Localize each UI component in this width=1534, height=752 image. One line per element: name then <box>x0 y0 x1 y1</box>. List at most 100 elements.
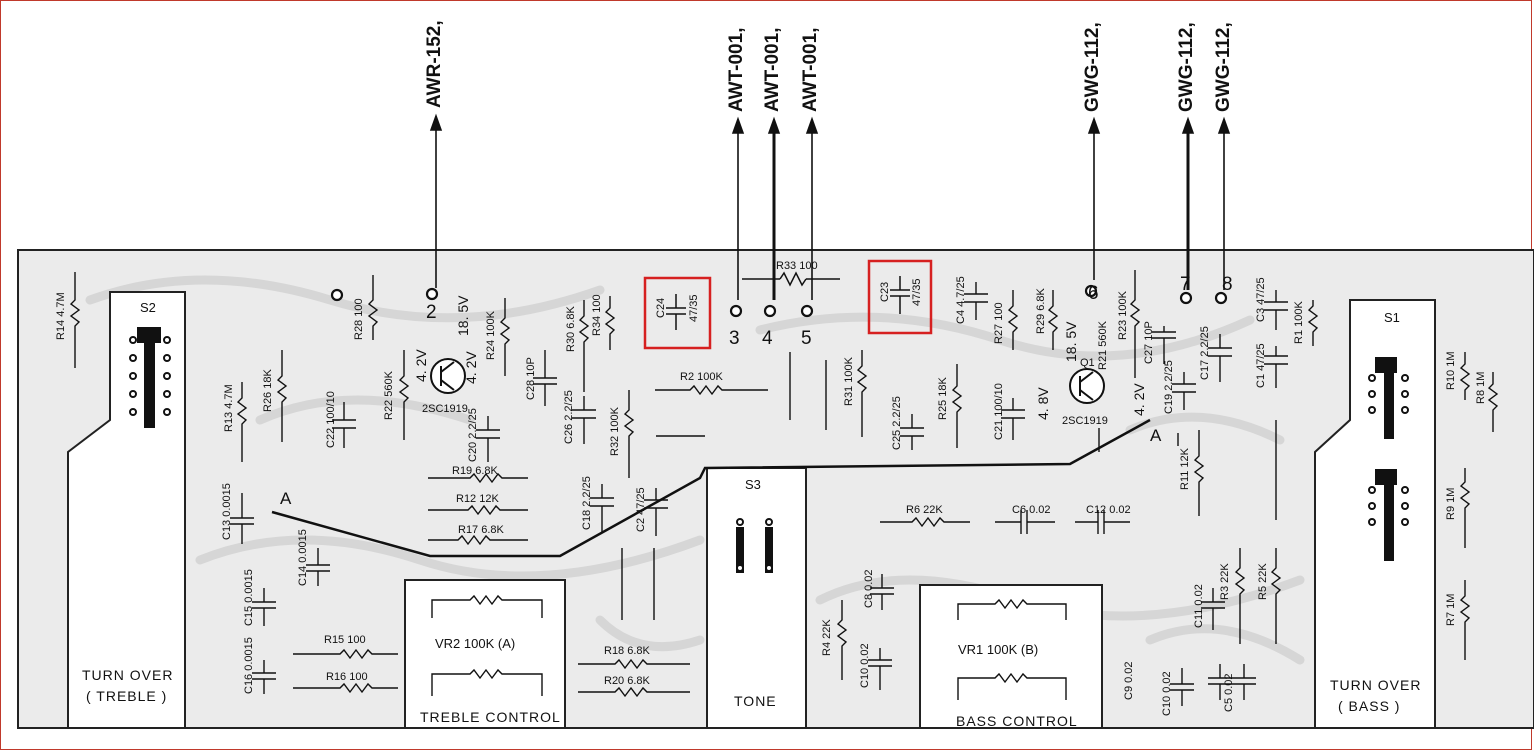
c24-label: C24 <box>655 298 667 318</box>
r10-label: R10 1M <box>1445 351 1457 390</box>
vr1-label: VR1 100K (B) <box>958 642 1038 657</box>
r5-label: R5 22K <box>1257 563 1269 600</box>
c10-label: C10 0.02 <box>859 643 871 688</box>
q2-base-voltage: 4. 2V <box>413 349 429 382</box>
pin-5: 5 <box>801 328 812 349</box>
r8-label: R8 1M <box>1475 372 1487 404</box>
r16-label: R16 100 <box>326 671 368 683</box>
component-leads <box>69 270 1499 706</box>
c15-label: C15 0.0015 <box>243 569 255 626</box>
r20-label: R20 6.8K <box>604 675 651 687</box>
node-a-left: A <box>280 489 292 508</box>
turn-over-bass-line2: ( BASS ) <box>1338 698 1400 714</box>
r4-label: R4 22K <box>821 619 833 656</box>
c9-label: C9 0.02 <box>1123 661 1135 700</box>
c24-value: 47/35 <box>688 294 700 322</box>
switch-s3 <box>736 518 773 573</box>
r30-label: R30 6.8K <box>565 305 577 352</box>
r31-label: R31 100K <box>843 356 855 406</box>
r18-label: R18 6.8K <box>604 645 651 657</box>
r19-label: R19 6.8K <box>452 465 499 477</box>
pin-8: 8 <box>1222 274 1233 295</box>
connector-arrows <box>429 113 1231 300</box>
c23-label: C23 <box>879 282 891 302</box>
q1-base-voltage: 4. 2V <box>1131 383 1147 416</box>
c26-label: C26 2.2/25 <box>563 390 575 444</box>
r32-label: R32 100K <box>609 406 621 456</box>
r17-label: R17 6.8K <box>458 524 505 536</box>
c11-label: C11 0.02 <box>1193 584 1205 628</box>
bass-control-label: BASS CONTROL <box>956 713 1078 729</box>
c22-label: C22 100/10 <box>325 391 337 448</box>
r26-label: R26 18K <box>262 369 274 412</box>
connector-label-awt001-b: AWT-001, <box>762 28 783 112</box>
highlighted-caps <box>666 276 910 330</box>
q1-label: Q1 <box>1080 357 1095 369</box>
r22-label: R22 560K <box>383 370 395 420</box>
c27-label: C27 10P <box>1143 321 1155 364</box>
connector-label-gwg112-b: GWG-112, <box>1176 22 1197 112</box>
c6-label: C6 0.02 <box>1012 504 1051 516</box>
pin-pads <box>330 284 1228 318</box>
transistor-q2 <box>430 358 466 394</box>
switch-s2-label: S2 <box>140 300 156 315</box>
c12-label: C12 0.02 <box>1086 504 1131 516</box>
q2-collector-voltage: 18. 5V <box>455 295 471 336</box>
highlight-boxes <box>643 259 933 350</box>
pin-6: 6 <box>1088 283 1099 304</box>
resistor-r33 <box>742 271 840 287</box>
r34-label: R34 100 <box>591 294 603 336</box>
c28-label: C28 10P <box>525 357 537 400</box>
treble-control-box <box>404 579 566 729</box>
connector-label-gwg112-a: GWG-112, <box>1082 22 1103 112</box>
r29-label: R29 6.8K <box>1035 287 1047 334</box>
switch-s3-label: S3 <box>745 477 761 492</box>
transistor-q1 <box>1069 368 1105 404</box>
switch-s1-label: S1 <box>1384 310 1400 325</box>
c19-label: C19 2.2/25 <box>1163 360 1175 414</box>
pin-3: 3 <box>729 328 740 349</box>
r23-label: R23 100K <box>1117 290 1129 340</box>
c17-label: C17 2.2/25 <box>1199 326 1211 380</box>
r3-label: R3 22K <box>1219 563 1231 600</box>
bass-control-box <box>919 584 1103 729</box>
c25-label: C25 2.2/25 <box>891 396 903 450</box>
r13-label: R13 4.7M <box>223 384 235 432</box>
highlight-c23 <box>867 259 933 335</box>
node-a-right: A <box>1150 426 1162 445</box>
c8-label: C8 0.02 <box>863 569 875 608</box>
connector-label-awt001-a: AWT-001, <box>726 28 747 112</box>
r15-label: R15 100 <box>324 634 366 646</box>
c16-label: C16 0.0015 <box>243 637 255 694</box>
q2-part: 2SC1919 <box>422 403 468 415</box>
copper-traces <box>85 275 1305 665</box>
q2-emitter-voltage: 4. 2V <box>463 351 479 384</box>
c20-label: C20 2.2/25 <box>467 408 479 462</box>
c14-label: C14 0.0015 <box>297 529 309 586</box>
r6-label: R6 22K <box>906 504 943 516</box>
switch-s2 <box>129 327 171 428</box>
c13-label: C13 0.0015 <box>221 483 233 540</box>
r7-label: R7 1M <box>1445 594 1457 626</box>
pin-7: 7 <box>1180 274 1191 295</box>
q1-collector-voltage: 18. 5V <box>1063 321 1079 362</box>
connector-label-awr152: AWR-152, <box>424 20 445 108</box>
vr2-label: VR2 100K (A) <box>435 636 515 651</box>
c23-value: 47/35 <box>911 278 923 306</box>
r33-label: R33 100 <box>776 260 818 272</box>
highlight-c24 <box>643 276 712 350</box>
r21-label: R21 560K <box>1097 320 1109 370</box>
q1-part: 2SC1919 <box>1062 415 1108 427</box>
r24-label: R24 100K <box>485 310 497 360</box>
pin-2: 2 <box>426 302 437 323</box>
treble-control-label: TREBLE CONTROL <box>420 709 561 725</box>
connector-label-awt001-c: AWT-001, <box>800 28 821 112</box>
c5-label: C5 0.02 <box>1223 673 1235 712</box>
c2-label: C2 47/25 <box>635 487 647 532</box>
turn-over-treble-line2: ( TREBLE ) <box>86 688 167 704</box>
c18-label: C18 2.2/25 <box>581 476 593 530</box>
r2-label: R2 100K <box>680 371 723 383</box>
connector-label-gwg112-c: GWG-112, <box>1213 22 1234 112</box>
switch-s1 <box>1368 357 1409 561</box>
